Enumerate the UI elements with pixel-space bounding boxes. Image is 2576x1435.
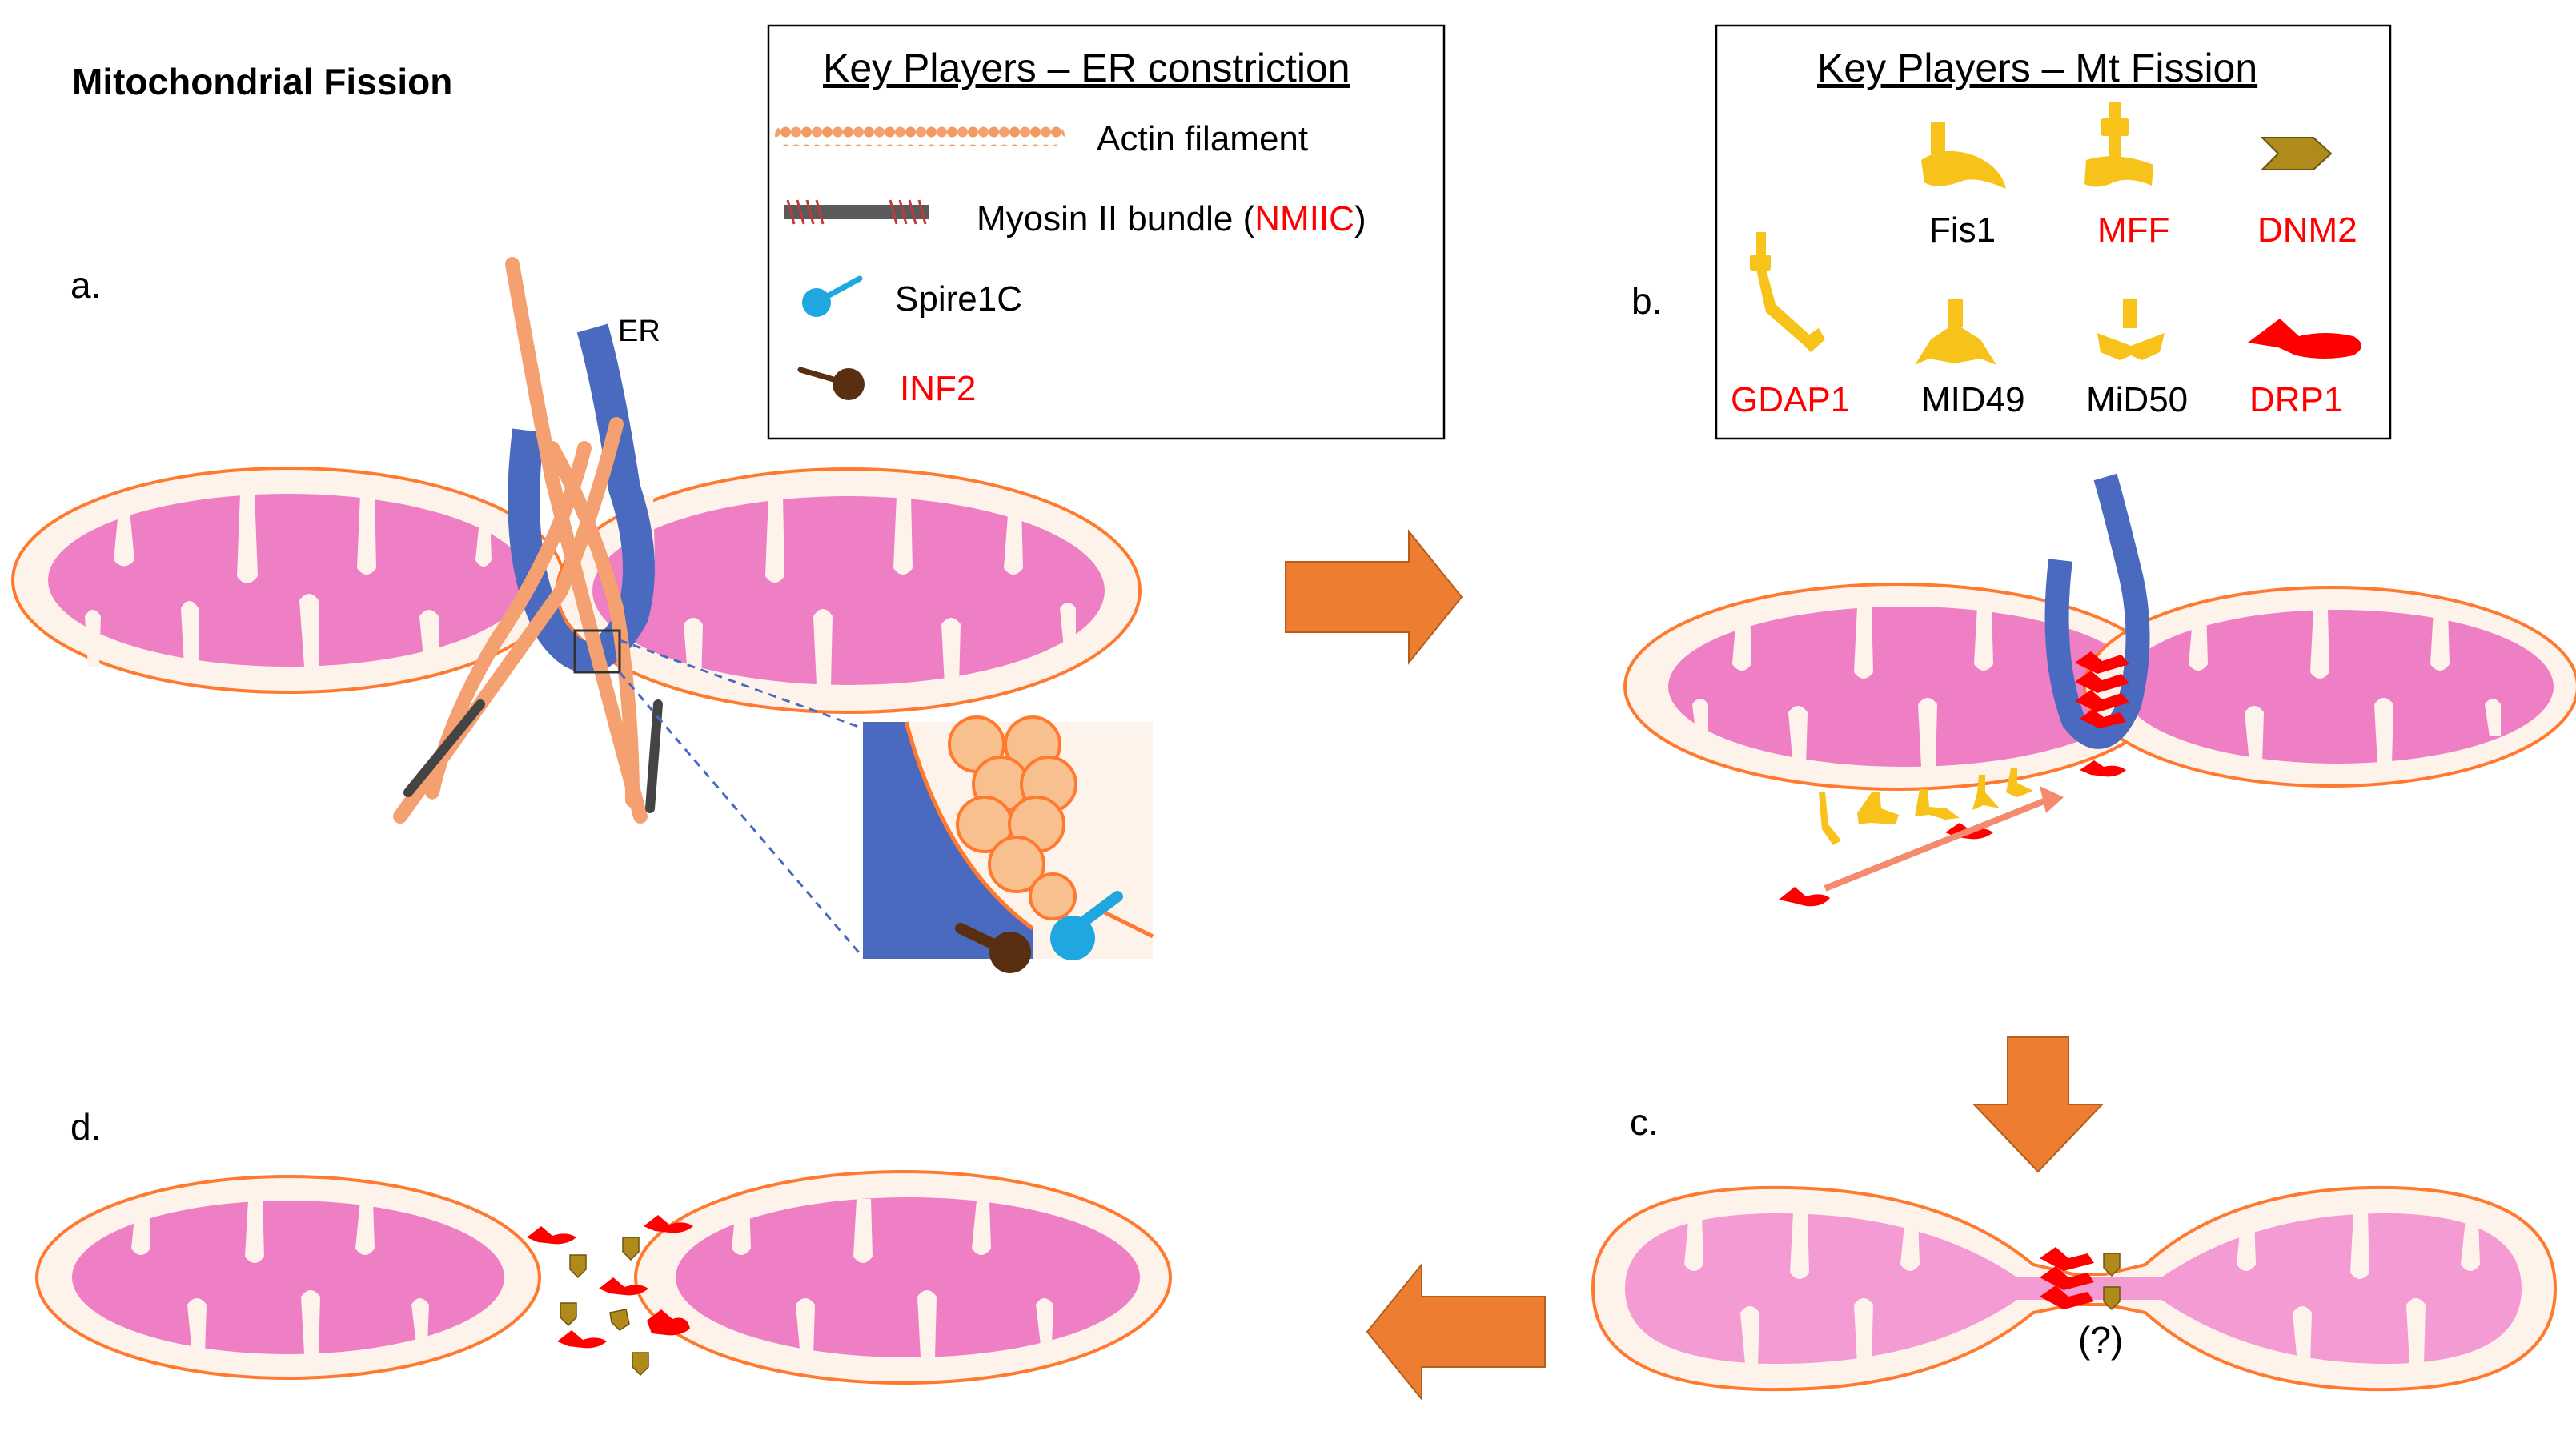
zoom-box xyxy=(573,629,621,674)
legend-fis1-label: Fis1 xyxy=(1929,210,1996,250)
myosin-bundle-icon xyxy=(784,199,929,225)
legend-inf2-label: INF2 xyxy=(900,369,976,408)
mid50-icon xyxy=(2097,299,2165,360)
actin-filament-icon xyxy=(775,125,1065,146)
panel-label-b: b. xyxy=(1631,280,1662,322)
spire1c-icon xyxy=(802,275,863,317)
legend-myosin-label: Myosin II bundle (NMIIC) xyxy=(977,199,1366,238)
inset-inf2-icon xyxy=(955,923,1031,973)
legend-actin-label: Actin filament xyxy=(1097,119,1308,158)
er-tubule-b xyxy=(2044,473,2150,749)
dnm2-c xyxy=(2103,1253,2121,1311)
legend-gdap1-label: GDAP1 xyxy=(1731,380,1850,419)
legend-mid49-label: MID49 xyxy=(1921,380,2025,419)
inf2-icon xyxy=(797,367,865,400)
dnm2-icon xyxy=(2260,137,2333,170)
legend-mt-fission: Key Players – Mt Fission Fis1 MFF DNM2 G… xyxy=(1715,24,2392,440)
drp1-ring-b xyxy=(2075,651,2129,728)
panel-b-mt-fission-recruitment xyxy=(1623,473,2576,907)
panel-a-er-constriction: ER xyxy=(11,257,1154,973)
released-drp1-d xyxy=(527,1215,693,1349)
inset-spire1c-icon xyxy=(1050,891,1123,960)
legend-drp1-label: DRP1 xyxy=(2249,380,2343,419)
zoom-inset xyxy=(863,715,1154,973)
mitochondrion-left-a xyxy=(11,467,565,694)
mitochondrion-left-b xyxy=(1623,583,2171,791)
figure-title: Mitochondrial Fission xyxy=(72,61,452,102)
legend-spire-label: Spire1C xyxy=(895,279,1022,319)
mitochondrion-right-a xyxy=(556,467,1142,714)
receptors-b xyxy=(1819,768,2033,845)
legend-mt-heading: Key Players – Mt Fission xyxy=(1817,46,2257,90)
recruitment-arrow-b xyxy=(1824,797,2048,892)
legend-er-heading: Key Players – ER constriction xyxy=(823,46,1350,90)
mid49-icon xyxy=(1915,299,1996,365)
mitochondrion-right-b xyxy=(2083,586,2576,788)
panel-label-a: a. xyxy=(70,264,101,306)
legend-dnm2-label: DNM2 xyxy=(2257,210,2357,250)
gdap1-icon xyxy=(1750,232,1825,352)
fis1-icon xyxy=(1921,122,2006,189)
drp1-ring-c xyxy=(2040,1247,2094,1309)
panel-label-d: d. xyxy=(70,1106,101,1148)
legend-mff-label: MFF xyxy=(2097,210,2169,250)
er-label: ER xyxy=(618,315,660,348)
mff-icon xyxy=(2084,102,2153,187)
legend-er-constriction: Key Players – ER constriction Actin fila… xyxy=(767,24,1446,440)
panel-d-fission-complete xyxy=(35,1170,1172,1385)
arrow-c-to-d xyxy=(1366,1262,1546,1401)
legend-mid50-label: MiD50 xyxy=(2086,380,2188,419)
released-dnm2-d xyxy=(560,1237,649,1377)
panel-c-constriction: (?) xyxy=(1591,1185,2558,1392)
arrow-b-to-c xyxy=(1972,1036,2105,1173)
myosin-bundles-a xyxy=(403,699,663,813)
mitochondrion-left-d xyxy=(35,1175,541,1380)
drp1-icon xyxy=(2248,319,2361,359)
panel-label-c: c. xyxy=(1630,1101,1659,1143)
arrow-a-to-b xyxy=(1285,529,1463,665)
question-mark-label: (?) xyxy=(2078,1319,2123,1361)
mitochondrion-right-d xyxy=(634,1170,1172,1385)
